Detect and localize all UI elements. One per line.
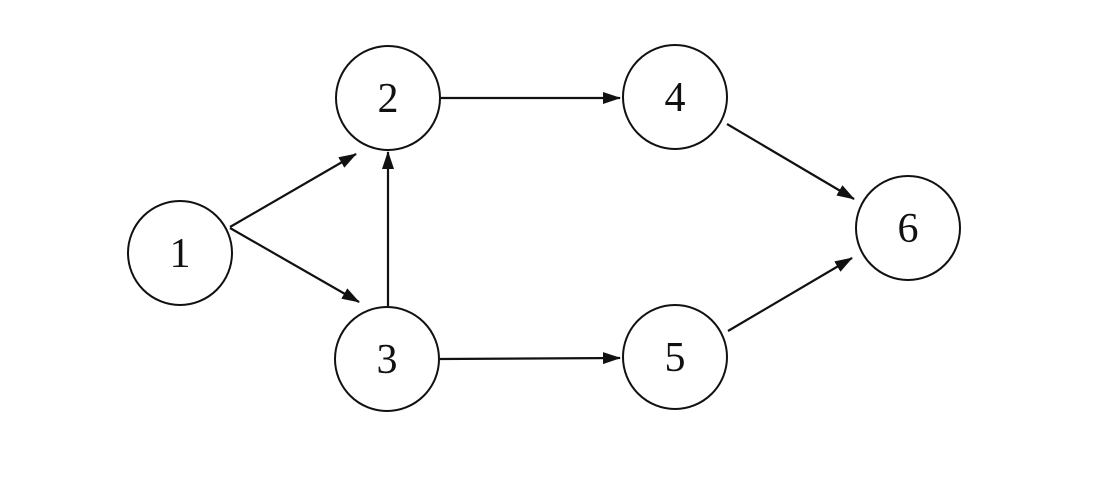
node-3: 3 bbox=[334, 306, 440, 412]
edge-4-6-arrow bbox=[726, 123, 855, 200]
node-6-label: 6 bbox=[898, 206, 919, 252]
edge-3-5-arrow bbox=[439, 352, 621, 365]
node-6-circle bbox=[855, 175, 961, 281]
node-4: 4 bbox=[622, 44, 728, 150]
edge-5-6-arrow bbox=[727, 257, 853, 332]
node-4-circle bbox=[622, 44, 728, 150]
node-2-circle bbox=[335, 45, 441, 151]
node-2-label: 2 bbox=[378, 76, 399, 122]
node-3-circle bbox=[334, 306, 440, 412]
node-4-label: 4 bbox=[665, 75, 686, 121]
node-1-circle bbox=[127, 200, 233, 306]
node-1: 1 bbox=[127, 200, 233, 306]
node-5: 5 bbox=[622, 304, 728, 410]
node-2: 2 bbox=[335, 45, 441, 151]
node-5-circle bbox=[622, 304, 728, 410]
node-3-label: 3 bbox=[377, 337, 398, 383]
node-1-label: 1 bbox=[170, 231, 191, 277]
node-5-label: 5 bbox=[665, 335, 686, 381]
node-6: 6 bbox=[855, 175, 961, 281]
edge-1-2-arrow bbox=[229, 153, 357, 228]
edge-1-3-arrow bbox=[229, 227, 360, 303]
